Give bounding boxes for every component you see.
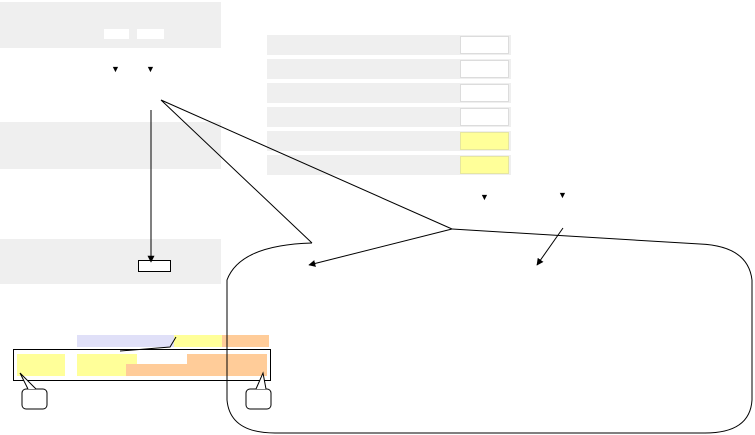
middle-panel [0, 122, 221, 169]
form-row-6 [267, 155, 511, 175]
color-strip-top-lavender [77, 335, 174, 347]
large-callout-bubble [226, 228, 753, 434]
top-panel-small-box-2[interactable] [137, 29, 164, 39]
strip-peach-mid [126, 364, 196, 376]
down-triangle-icon: ▼ [146, 64, 155, 74]
callout-pointer [160, 99, 453, 244]
form-row-4 [267, 107, 511, 127]
strip-yellow-mid [77, 354, 137, 376]
form-row-5-value[interactable] [460, 132, 509, 150]
down-triangle-icon: ▼ [480, 192, 489, 202]
top-panel-small-box-1[interactable] [104, 29, 129, 39]
small-bubble-left [21, 388, 48, 410]
small-bubble-right [245, 388, 272, 410]
small-callout-pointer [119, 336, 177, 352]
form-row-2-value[interactable] [460, 60, 509, 78]
strip-yellow-left [17, 354, 65, 376]
form-row-1-value[interactable] [460, 36, 509, 54]
form-row-3-value[interactable] [460, 84, 509, 102]
bubble-arrow-left [308, 228, 453, 267]
form-row-2 [267, 59, 511, 79]
form-row-3 [267, 83, 511, 103]
form-row-4-value[interactable] [460, 108, 509, 126]
top-panel [0, 2, 221, 48]
form-row-1 [267, 35, 511, 55]
color-strip-top-peach [222, 335, 269, 347]
down-triangle-icon: ▼ [111, 64, 120, 74]
bubble-arrow-right [536, 227, 564, 266]
form-row-5 [267, 131, 511, 151]
bottom-panel-target-box[interactable] [138, 260, 171, 272]
down-triangle-icon: ▼ [558, 190, 567, 200]
color-strip-top-yellow [174, 335, 222, 347]
form-row-6-value[interactable] [460, 156, 509, 174]
bottom-panel [0, 239, 221, 284]
